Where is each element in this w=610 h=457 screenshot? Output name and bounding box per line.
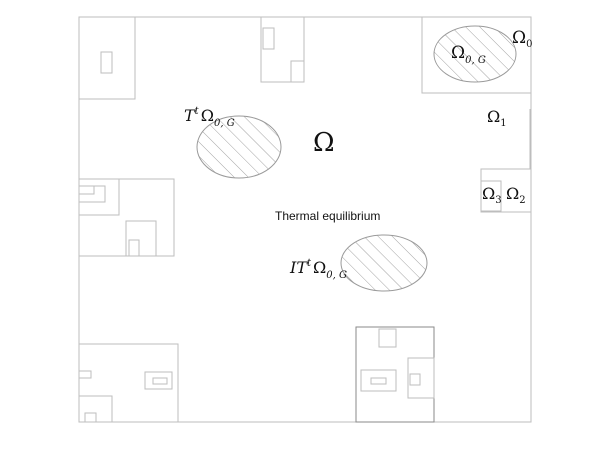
omega0G-label: Ω0, G	[451, 43, 486, 66]
cell-bottom-center	[355, 326, 435, 423]
translated-ellipse	[196, 115, 282, 179]
cell-top-left	[78, 16, 136, 100]
omega1-label: Ω1	[487, 107, 507, 129]
cell-omega0	[421, 16, 532, 94]
cell-omega2	[480, 168, 532, 213]
inverse-translated-ellipse	[340, 234, 428, 292]
omega2-label: Ω2	[506, 184, 526, 206]
domain-symbol: Ω	[313, 128, 335, 158]
cell-left-middle	[78, 178, 175, 257]
thermal-equilibrium-label: Thermal equilibrium	[275, 209, 380, 223]
cell-bottom-left	[78, 343, 179, 423]
omega0-label: Ω0	[512, 28, 532, 50]
cell-top-center	[260, 16, 305, 83]
omega0G-ellipse	[433, 25, 517, 83]
omega3-label: Ω3	[482, 184, 502, 206]
